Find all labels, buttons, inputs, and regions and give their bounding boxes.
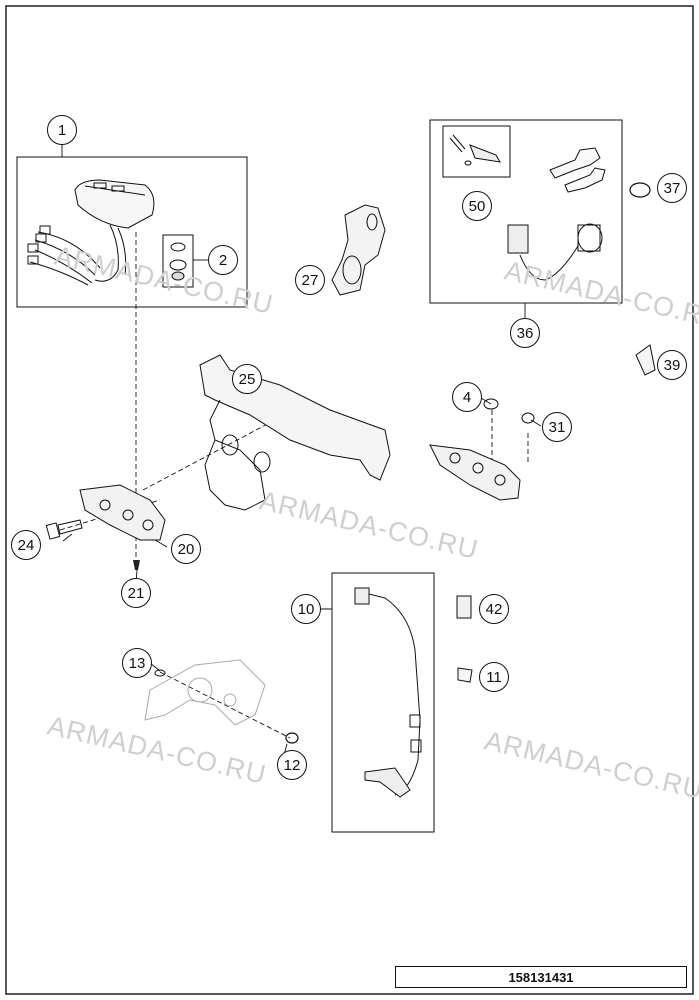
callout-37: 37 — [657, 173, 687, 203]
callout-36: 36 — [510, 318, 540, 348]
callout-27: 27 — [295, 265, 325, 295]
callout-13: 13 — [122, 648, 152, 678]
callout-31: 31 — [542, 412, 572, 442]
group-box-ignition-lock — [429, 119, 623, 304]
callout-11: 11 — [479, 662, 509, 692]
page-frame — [5, 5, 694, 995]
group-box-dashboard — [16, 156, 248, 308]
callout-42: 42 — [479, 594, 509, 624]
callout-10: 10 — [291, 594, 321, 624]
callout-20: 20 — [171, 534, 201, 564]
group-box-key-cylinder — [442, 125, 511, 178]
callout-1: 1 — [47, 115, 77, 145]
callout-24: 24 — [11, 530, 41, 560]
callout-50: 50 — [462, 191, 492, 221]
callout-25: 25 — [232, 364, 262, 394]
callout-39: 39 — [657, 350, 687, 380]
callout-12: 12 — [277, 750, 307, 780]
callout-2: 2 — [208, 245, 238, 275]
callout-4: 4 — [452, 382, 482, 412]
callout-21: 21 — [121, 578, 151, 608]
group-box-sensor-cable — [331, 572, 435, 833]
document-number: 158131431 — [395, 966, 687, 988]
